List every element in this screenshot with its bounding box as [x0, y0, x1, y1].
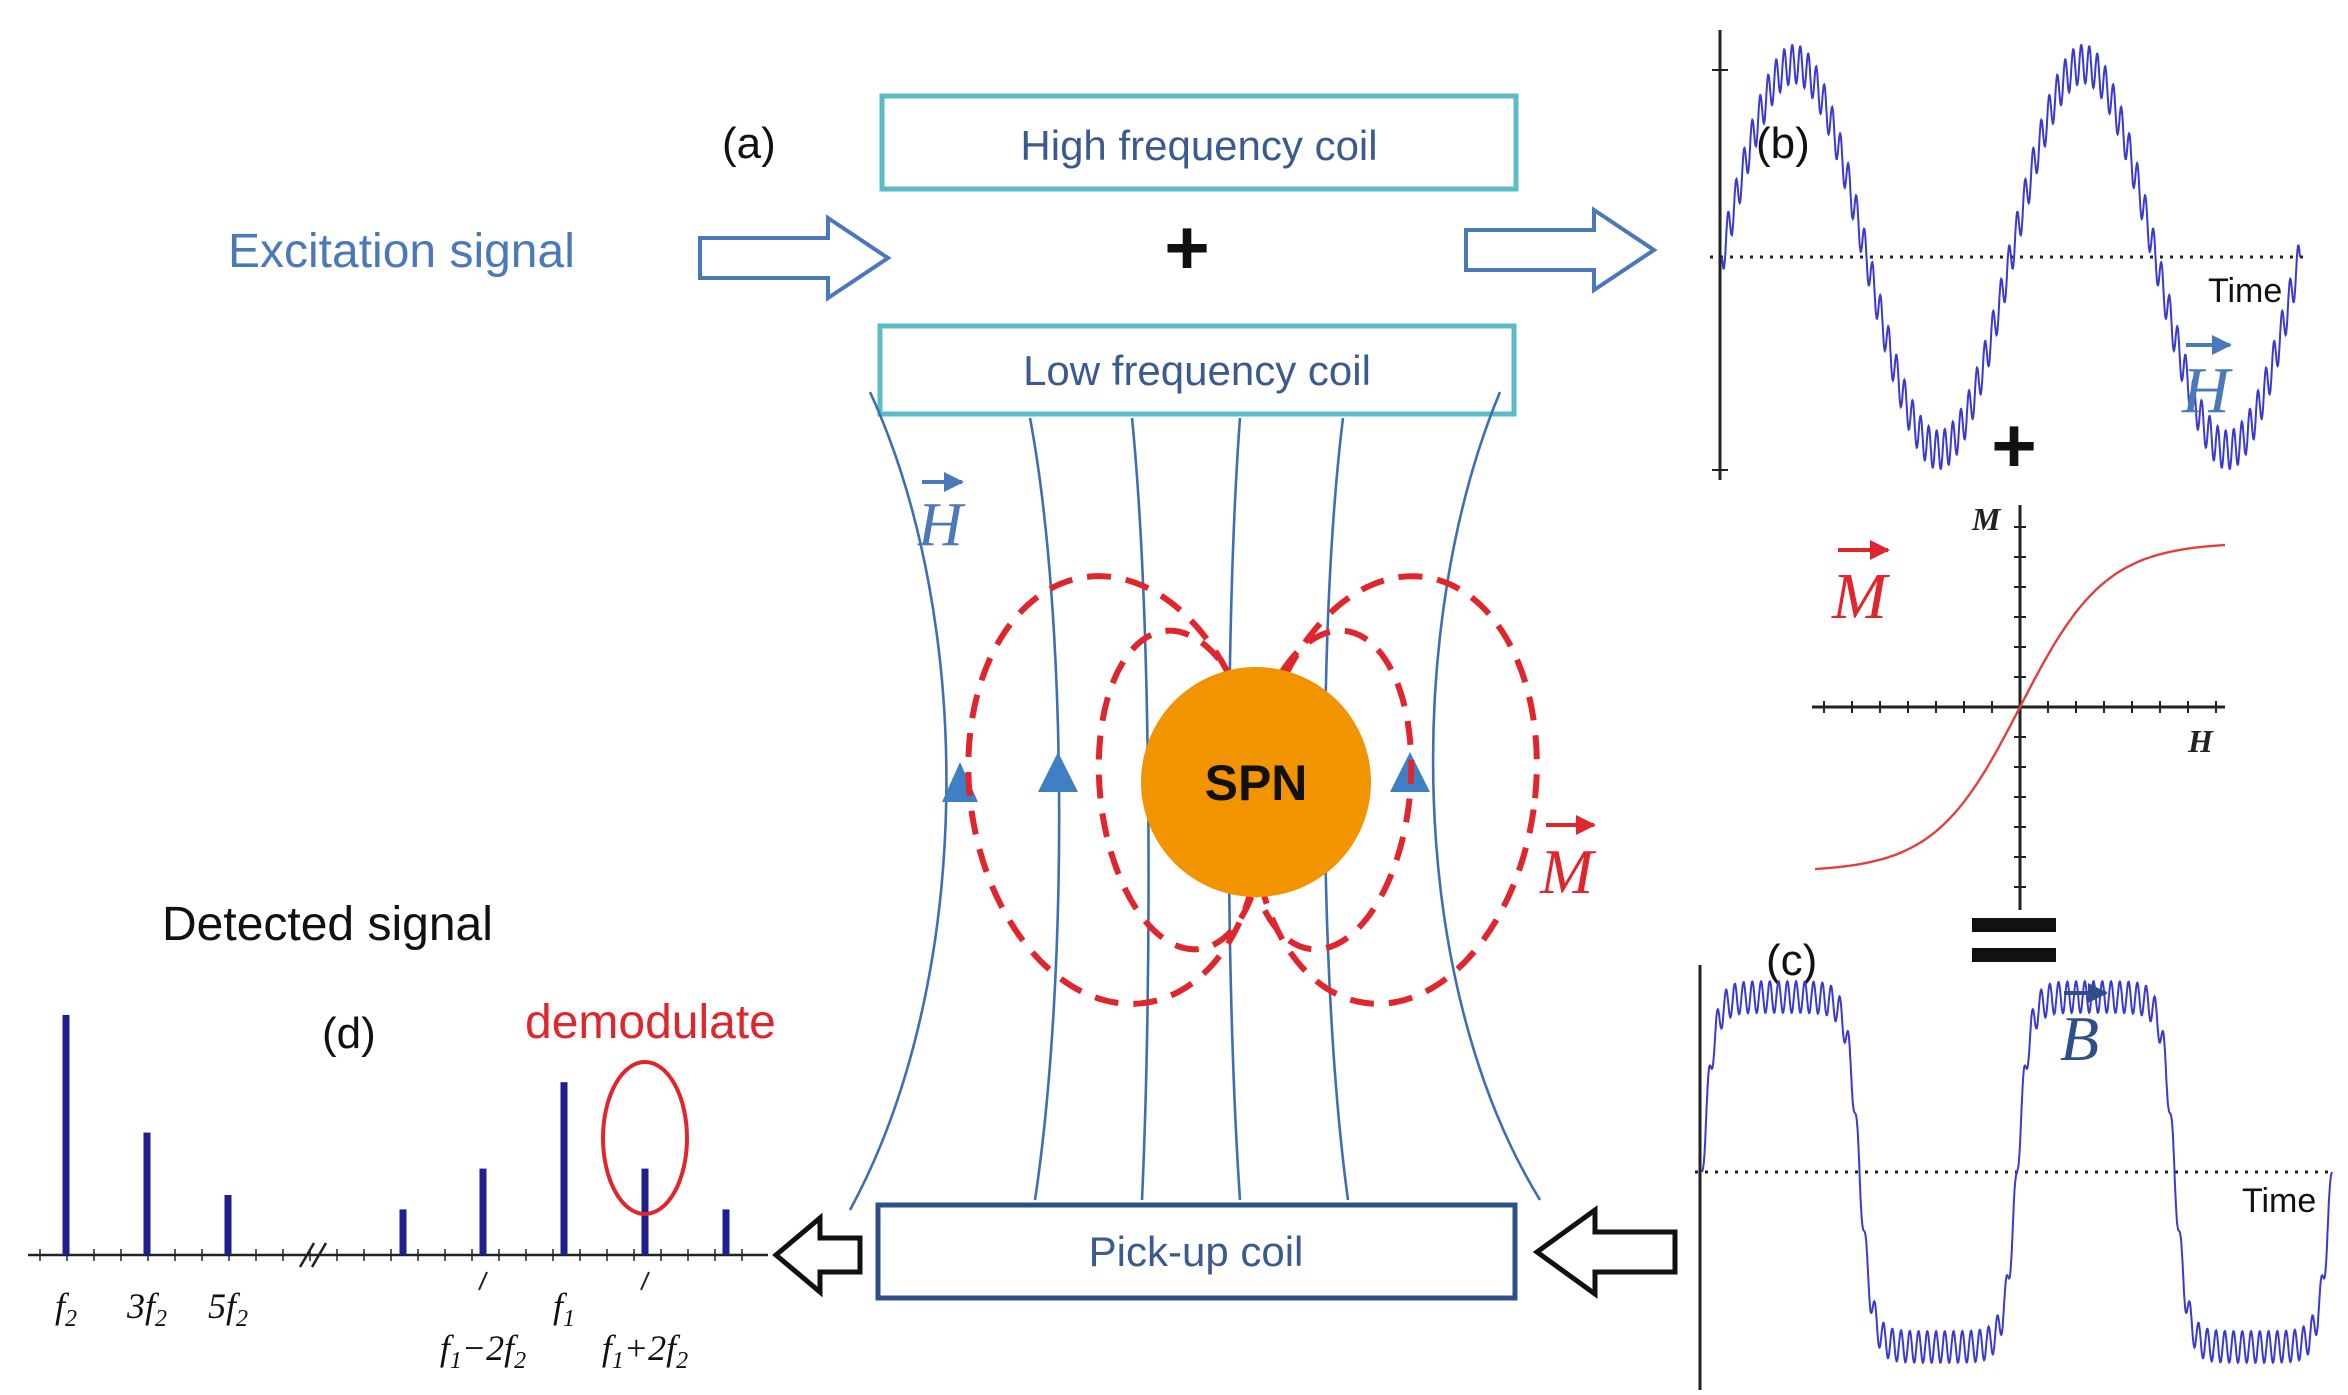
field-line-6 — [1431, 391, 1542, 1201]
spectrum-bar-5f2 — [224, 1195, 232, 1255]
mh-m-text: M — [1831, 560, 1891, 633]
spectrum-axis-break-2 — [310, 1242, 328, 1268]
low-frequency-coil-label: Low frequency coil — [1023, 347, 1371, 394]
spectrum-leader-mark — [640, 1271, 650, 1291]
spectrum-axis-break-1 — [298, 1242, 316, 1268]
panel-b-label: (b) — [1756, 119, 1810, 168]
panel-b-h-label: H — [2181, 335, 2233, 427]
excitation-arrow-icon — [698, 214, 892, 302]
spn-label: SPN — [1205, 755, 1308, 811]
spectrum-bar-f1-2f2 — [479, 1168, 487, 1255]
spectrum-tick-label-f1: f1 — [553, 1286, 575, 1332]
spectrum-tick-label-3f2: 3f2 — [126, 1286, 167, 1332]
mh-axis-h-label: H — [2187, 723, 2214, 759]
mh-magnetization-curve — [1814, 543, 2226, 871]
panel-b-y-ticks — [1712, 69, 1728, 471]
field-m-text: M — [1539, 836, 1597, 907]
magnetization-loop-inner-right — [1241, 627, 1415, 953]
spectrum-tick-label-f2: f2 — [55, 1286, 77, 1332]
panel-b: (b) Time H + — [1710, 30, 2305, 489]
low-frequency-coil — [877, 323, 1517, 417]
demodulate-label: demodulate — [525, 996, 776, 1049]
mh-curve-panel: M H M — [1812, 501, 2226, 962]
spectrum-bar-f1+4f2 — [722, 1209, 730, 1255]
field-arrow-icon — [1464, 206, 1658, 294]
panel-a: (a) Excitation signal High frequency coi… — [228, 93, 1678, 1301]
panel-c-b-waveform — [1701, 979, 2333, 1365]
spectrum-bar-f1+2f2 — [641, 1168, 649, 1255]
panel-d-label: (d) — [322, 1009, 376, 1058]
panel-a-label: (a) — [722, 119, 776, 168]
equals-sign — [1972, 918, 2056, 962]
panel-c-label: (c) — [1766, 936, 1817, 985]
spectrum-bar-f1-4f2 — [399, 1209, 407, 1255]
spectrum-bar-3f2 — [143, 1132, 151, 1255]
spectrum-chart: f2 3f2 5f2 f1−2f2 f1 f1+2f2 — [28, 1015, 768, 1374]
excitation-signal-label: Excitation signal — [228, 225, 575, 278]
spectrum-tick-label-f1+2f2: f1+2f2 — [602, 1328, 688, 1374]
spectrum-leader-mark — [478, 1271, 488, 1291]
panel-b-h-text: H — [2181, 354, 2233, 427]
panel-c: (c) Time B — [1695, 936, 2335, 1390]
plus-sign-center: + — [1164, 203, 1210, 291]
mh-m-label: M — [1831, 540, 1891, 633]
spn-particle — [1141, 667, 1371, 897]
plus-sign-right: + — [1991, 401, 2037, 489]
spectrum-tick-label-f1-2f2: f1−2f2 — [440, 1328, 526, 1374]
demodulate-highlight-circle — [601, 1060, 689, 1216]
field-line-2 — [1028, 417, 1061, 1201]
field-h-text: H — [917, 491, 966, 559]
pickup-coil-label: Pick-up coil — [1089, 1228, 1304, 1275]
field-m-label: M — [1539, 815, 1597, 907]
field-h-label: H — [917, 472, 966, 559]
mh-axis-ticks — [1823, 526, 2217, 888]
spectrum-tick-label-5f2: 5f2 — [208, 1286, 248, 1332]
panel-b-time-label: Time — [2208, 272, 2282, 310]
field-arrow-head-2 — [1038, 752, 1078, 792]
output-arrow-icon — [772, 1212, 863, 1298]
panel-c-time-label: Time — [2242, 1182, 2316, 1220]
mh-axis-m-label: M — [1971, 501, 2002, 537]
return-arrow-icon — [1532, 1205, 1678, 1299]
panel-b-h-waveform — [1721, 44, 2301, 470]
pickup-coil — [875, 1202, 1518, 1301]
spectrum-bar-f1 — [560, 1082, 568, 1255]
panel-c-b-text: B — [2060, 1003, 2099, 1074]
spectrum-bar-f2 — [62, 1015, 70, 1255]
high-frequency-coil — [879, 93, 1519, 192]
panel-c-b-label: B — [2060, 983, 2108, 1074]
high-frequency-coil-label: High frequency coil — [1020, 122, 1377, 169]
detected-signal-label: Detected signal — [162, 898, 493, 951]
